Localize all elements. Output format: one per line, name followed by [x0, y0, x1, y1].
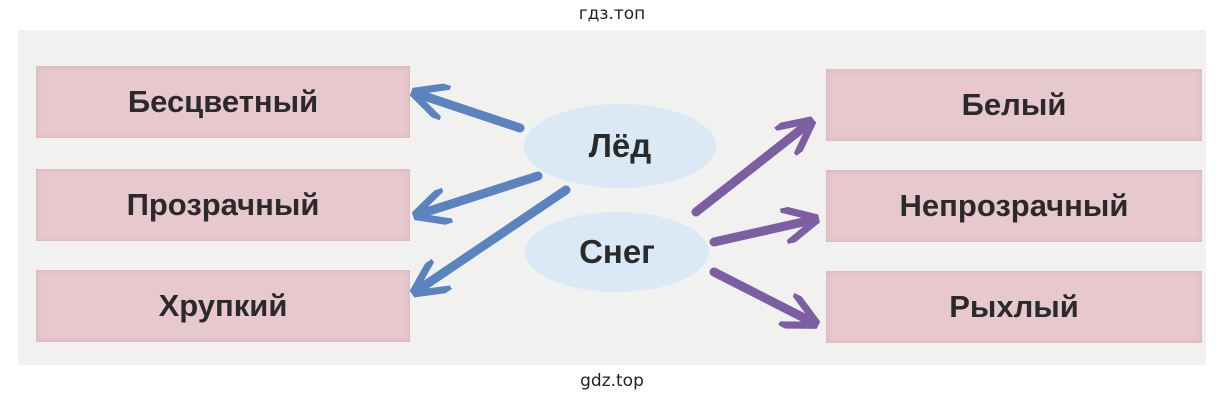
arrow-snow-to-loose — [709, 267, 812, 322]
arrow-snow-to-white — [691, 124, 808, 217]
arrow-snow-to-opaque — [709, 220, 812, 247]
snow-ellipse: Снег — [525, 212, 709, 292]
property-opaque-box: Непрозрачный — [826, 170, 1202, 242]
ice-ellipse: Лёд — [524, 104, 716, 188]
watermark-bottom: gdz.top — [580, 371, 644, 391]
watermark-top: гдз.топ — [578, 4, 646, 24]
property-white-box: Белый — [826, 69, 1202, 141]
arrow-ice-to-colorless — [418, 94, 525, 133]
property-colorless-box: Бесцветный — [36, 66, 410, 138]
arrow-ice-to-transparent — [420, 171, 543, 214]
arrow-ice-to-brittle — [418, 185, 571, 290]
property-loose-box: Рыхлый — [826, 271, 1202, 343]
property-brittle-box: Хрупкий — [36, 270, 410, 342]
property-transparent-box: Прозрачный — [36, 169, 410, 241]
